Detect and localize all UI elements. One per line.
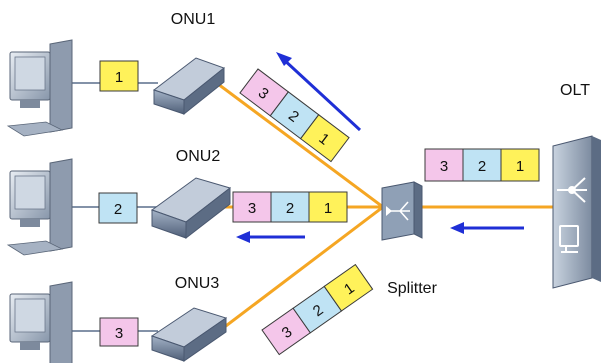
pc-3 — [9, 281, 73, 363]
onu-device-icon — [152, 57, 226, 116]
computer-icon — [9, 281, 73, 363]
olt-device-icon — [552, 135, 601, 289]
frame-seq-onu1: 3 2 1 — [239, 68, 350, 163]
olt: OLT — [552, 82, 601, 289]
splitter: Splitter — [381, 181, 438, 297]
arrow-onu1 — [276, 52, 362, 132]
splitter-icon — [381, 181, 423, 241]
local-frame-1: 1 — [99, 60, 139, 92]
local-frame-2: 2 — [98, 192, 138, 224]
onu-device-icon — [150, 307, 228, 362]
onu-2: ONU2 — [150, 148, 232, 240]
splitter-label: Splitter — [387, 280, 437, 297]
fiber-onu3 — [209, 205, 384, 340]
arrow-olt — [450, 222, 524, 234]
frame-seq-olt-cell: 3 — [440, 158, 448, 175]
local-frame-2-label: 2 — [114, 201, 122, 218]
olt-label: OLT — [560, 82, 590, 99]
onu3-label: ONU3 — [175, 275, 220, 292]
onu-device-icon — [150, 177, 232, 240]
computer-icon — [6, 158, 73, 256]
onu1-label: ONU1 — [171, 11, 216, 28]
local-frame-3: 3 — [99, 317, 139, 347]
pc-1 — [6, 39, 73, 137]
frame-seq-onu2: 3 2 1 — [232, 191, 348, 223]
onu-3: ONU3 — [150, 275, 228, 362]
computer-icon — [6, 39, 73, 137]
onu2-label: ONU2 — [176, 148, 221, 165]
local-frame-1-label: 1 — [115, 69, 123, 86]
frame-seq-olt-cell: 1 — [516, 158, 524, 175]
frame-seq-onu2-cell: 3 — [248, 200, 256, 217]
onu-1: ONU1 — [152, 11, 226, 116]
arrow-onu2 — [236, 231, 305, 243]
frame-seq-onu3: 3 2 1 — [261, 263, 374, 356]
local-frame-3-label: 3 — [115, 325, 123, 342]
frame-seq-olt-cell: 2 — [478, 158, 486, 175]
frame-seq-onu2-cell: 2 — [286, 200, 294, 217]
frame-seq-onu2-cell: 1 — [324, 200, 332, 217]
frame-seq-olt: 3 2 1 — [424, 148, 540, 182]
fiber-onu1 — [217, 82, 384, 209]
pc-2 — [6, 158, 73, 256]
